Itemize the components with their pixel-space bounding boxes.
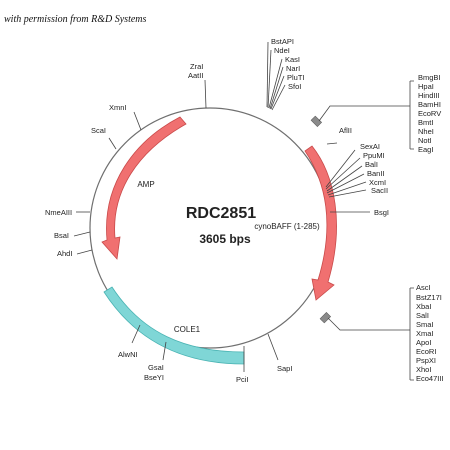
site-banii: BanII bbox=[367, 169, 385, 178]
site-bmti: BmtI bbox=[418, 118, 433, 127]
site-xmni: XmnI bbox=[109, 103, 127, 112]
site-kasi: KasI bbox=[285, 55, 300, 64]
mcs-marker-lower bbox=[319, 311, 332, 324]
site-asci: AscI bbox=[416, 283, 431, 292]
right-site-leaders bbox=[325, 149, 367, 198]
zrai-leader bbox=[204, 79, 207, 109]
site-aflii: AflII bbox=[339, 126, 352, 135]
site-alwni: AlwNI bbox=[118, 350, 138, 359]
site-bsgi: BsgI bbox=[374, 208, 389, 217]
cole1-label: COLE1 bbox=[174, 325, 201, 334]
ahdi-leader bbox=[76, 249, 93, 255]
bsai-leader bbox=[73, 231, 91, 237]
site-sfoi: SfoI bbox=[288, 82, 301, 91]
site-nhei: NheI bbox=[418, 127, 434, 136]
site-bamhi: BamHI bbox=[418, 100, 441, 109]
credit-text: with permission from R&D Systems bbox=[4, 14, 147, 25]
site-ppumi: PpuMI bbox=[363, 151, 385, 160]
site-eco47iii: Eco47III bbox=[416, 374, 444, 383]
site-pspxi: PspXI bbox=[416, 356, 436, 365]
site-sacii: SacII bbox=[371, 186, 388, 195]
gsai-leader bbox=[162, 341, 167, 361]
site-hindiii: HindIII bbox=[418, 91, 440, 100]
site-scai: ScaI bbox=[91, 126, 106, 135]
alwni-leader bbox=[131, 324, 141, 344]
site-bstz17i: BstZ17I bbox=[416, 293, 442, 302]
site-pluti: PluTI bbox=[287, 73, 305, 82]
mcs-marker-upper bbox=[310, 115, 323, 128]
site-apoi: ApoI bbox=[416, 338, 431, 347]
top-site-leaders bbox=[266, 41, 286, 111]
site-noti: NotI bbox=[418, 136, 432, 145]
site-sali: SalI bbox=[416, 311, 429, 320]
site-bseyi: BseYI bbox=[144, 373, 164, 382]
site-xcmi: XcmI bbox=[369, 178, 386, 187]
site-smai: SmaI bbox=[416, 320, 434, 329]
site-gsai: GsaI bbox=[148, 363, 164, 372]
site-sexai: SexAI bbox=[360, 142, 380, 151]
site-zrai: ZraI bbox=[190, 62, 203, 71]
plasmid-size: 3605 bps bbox=[199, 232, 251, 246]
site-xhoi: XhoI bbox=[416, 365, 431, 374]
top-site-labels: BstAPI NdeI KasI NarI PluTI SfoI bbox=[271, 37, 305, 91]
site-bmgbi: BmgBI bbox=[418, 73, 441, 82]
insert-arrow bbox=[304, 145, 337, 301]
amp-arrow bbox=[101, 116, 187, 260]
site-bstapi: BstAPI bbox=[271, 37, 294, 46]
site-ecori: EcoRI bbox=[416, 347, 436, 356]
mcs-lower-group: AscI BstZ17I XbaI SalI SmaI XmaI ApoI Ec… bbox=[327, 283, 444, 383]
mcs-upper-group: BmgBI HpaI HindIII BamHI EcoRV BmtI NheI… bbox=[318, 73, 441, 154]
site-nari: NarI bbox=[286, 64, 300, 73]
site-hpai: HpaI bbox=[418, 82, 434, 91]
scai-leader bbox=[108, 137, 117, 150]
site-eagi: EagI bbox=[418, 145, 433, 154]
site-pcii: PciI bbox=[236, 375, 249, 384]
insert-label: cynoBAFF (1-285) bbox=[254, 222, 320, 231]
amp-label: AMP bbox=[137, 180, 154, 189]
sapi-leader bbox=[267, 333, 279, 361]
site-ahdi: AhdI bbox=[57, 249, 72, 258]
site-xmai: XmaI bbox=[416, 329, 434, 338]
site-ecorv: EcoRV bbox=[418, 109, 441, 118]
site-sapi: SapI bbox=[277, 364, 292, 373]
site-ndei: NdeI bbox=[274, 46, 290, 55]
xmni-leader bbox=[133, 111, 142, 131]
site-aatii: AatII bbox=[188, 71, 203, 80]
site-xbai: XbaI bbox=[416, 302, 431, 311]
site-nmeaiii: NmeAIII bbox=[45, 208, 72, 217]
plasmid-name: RDC2851 bbox=[186, 205, 256, 222]
site-bali: BalI bbox=[365, 160, 378, 169]
aflii-leader bbox=[326, 142, 338, 145]
site-bsai: BsaI bbox=[54, 231, 69, 240]
